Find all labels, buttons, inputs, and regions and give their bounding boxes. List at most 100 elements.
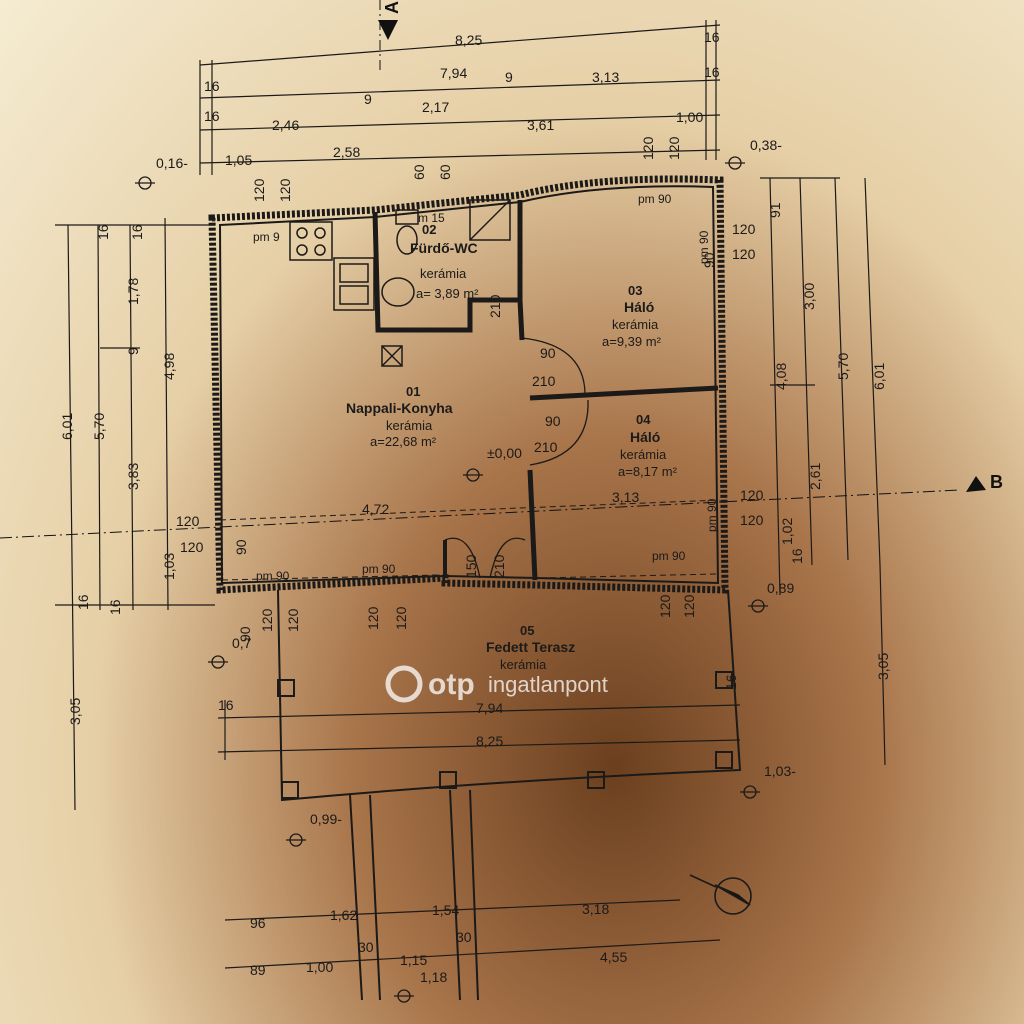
bottom-dim-162: 1,62 <box>330 907 357 923</box>
terrace-120-b: 120 <box>393 606 409 630</box>
bottom-dimension-lines <box>217 700 741 969</box>
bottom-dim-89: 89 <box>250 962 266 978</box>
pm-90-a: pm 90 <box>638 192 672 206</box>
bottom-dim-118: 1,18 <box>420 969 447 985</box>
right-dim-120d: 120 <box>740 512 764 528</box>
bottom-dim-794: 7,94 <box>476 700 503 716</box>
door-210-a: 210 <box>532 373 556 389</box>
dim-120-d: 120 <box>666 136 682 160</box>
room-04-name: Háló <box>630 429 660 445</box>
left-dim-383: 3,83 <box>125 463 141 490</box>
room-05-name: Fedett Terasz <box>486 639 575 655</box>
bathroom-fixtures <box>381 199 511 307</box>
bottom-dim-16: 16 <box>218 697 234 713</box>
door-90-b: 90 <box>545 413 561 429</box>
dim-wall-16-d: 16 <box>204 108 220 124</box>
watermark: otp ingatlanpont <box>385 665 608 703</box>
room-03-name: Háló <box>624 299 654 315</box>
room-03: 03 Háló kerámia a=9,39 m² <box>602 283 662 349</box>
interior-dim-313: 3,13 <box>612 489 639 505</box>
dim-seg-313: 3,13 <box>592 69 619 85</box>
top-dimension-lines <box>199 20 721 175</box>
left-dim-120a: 120 <box>176 513 200 529</box>
dim-seg-038: 0,38- <box>750 137 782 153</box>
room-01-id: 01 <box>406 384 420 399</box>
right-dim-408: 4,08 <box>773 363 789 390</box>
level-markers <box>135 156 768 1003</box>
room-03-id: 03 <box>628 283 642 298</box>
dim-total-outer: 8,25 <box>455 32 482 48</box>
left-dimension-lines <box>55 217 215 811</box>
dim-120-a: 120 <box>251 178 267 202</box>
terrace-120-e: 120 <box>259 608 275 632</box>
bottom-dim-100: 1,00 <box>306 959 333 975</box>
pm-90-d: pm 90 <box>362 562 396 576</box>
dim-120-b: 120 <box>277 178 293 202</box>
pm-90-b: pm 90 <box>697 230 711 264</box>
pm-15: m 15 <box>418 211 445 225</box>
left-dim-498: 4,98 <box>161 353 177 380</box>
pm-9: pm 9 <box>253 230 280 244</box>
left-dim-601: 6,01 <box>59 413 75 440</box>
dim-seg-016: 0,16- <box>156 155 188 171</box>
terrace-120-d: 120 <box>681 594 697 618</box>
dim-total-inner: 7,94 <box>440 65 467 81</box>
right-dim-91: 91 <box>767 202 783 218</box>
room-03-material: kerámia <box>612 317 659 332</box>
room-04-id: 04 <box>636 412 651 427</box>
left-dim-9: 9 <box>125 347 141 355</box>
left-dim-305: 3,05 <box>67 698 83 725</box>
right-dim-089: 0,89 <box>767 580 794 596</box>
dim-seg-361: 3,61 <box>527 117 554 133</box>
room-02-material: kerámia <box>420 266 467 281</box>
bottom-dim-099: 0,99- <box>310 811 342 827</box>
watermark-brand: otp <box>428 668 475 701</box>
level-zero: ±0,00 <box>487 445 522 461</box>
left-dim-16c: 16 <box>75 594 91 610</box>
room-04: 04 Háló kerámia a=8,17 m² <box>618 412 678 479</box>
right-dim-300: 3,00 <box>801 283 817 310</box>
right-dim-305: 3,05 <box>875 653 891 680</box>
wc-210: 210 <box>487 294 503 318</box>
dim-seg-100: 1,00 <box>676 109 703 125</box>
pm-90-e: pm 90 <box>652 549 686 563</box>
pm-90-f: pm 90 <box>705 498 719 532</box>
bottom-dim-115: 1,15 <box>400 952 427 968</box>
right-dimension-lines <box>760 177 886 766</box>
bottom-dim-318: 3,18 <box>582 901 609 917</box>
terrace-120-f: 120 <box>285 608 301 632</box>
right-dim-16: 16 <box>789 548 805 564</box>
right-dim-120a: 120 <box>732 221 756 237</box>
bottom-dim-154: 1,54 <box>432 902 459 918</box>
right-dim-601: 6,01 <box>871 363 887 390</box>
dim-seg-258: 2,58 <box>333 144 360 160</box>
dim-60-a: 60 <box>411 164 427 180</box>
left-dim-16b: 16 <box>129 224 145 240</box>
room-05: 05 Fedett Terasz kerámia <box>486 623 575 672</box>
room-02-name: Fürdő-WC <box>410 240 478 256</box>
left-dim-103: 1,03 <box>161 553 177 580</box>
north-arrow-icon <box>689 874 752 915</box>
left-dim-178: 1,78 <box>125 278 141 305</box>
room-04-area: a=8,17 m² <box>618 464 678 479</box>
left-dim-570: 5,70 <box>91 413 107 440</box>
section-a-label: A <box>382 1 402 14</box>
room-02-area: a= 3,89 m² <box>416 286 479 301</box>
terrace-90: 90 <box>237 626 253 642</box>
terrace-120-a: 120 <box>365 606 381 630</box>
section-a-arrow <box>378 20 398 40</box>
door-90-a: 90 <box>540 345 556 361</box>
room-02: 02 Fürdő-WC kerámia a= 3,89 m² <box>410 222 479 301</box>
bottom-dim-825: 8,25 <box>476 733 503 749</box>
door-210-b: 210 <box>534 439 558 455</box>
right-dim-261: 2,61 <box>807 463 823 490</box>
pm-90-c: pm 90 <box>256 569 290 583</box>
room-05-material: kerámia <box>500 657 547 672</box>
dim-60-b: 60 <box>437 164 453 180</box>
left-dim-16a: 16 <box>95 224 111 240</box>
bottom-dim-103: 1,03- <box>764 763 796 779</box>
bottom-dim-30b: 30 <box>456 929 472 945</box>
dim-seg-9b: 9 <box>364 91 372 107</box>
room-01: 01 Nappali-Konyha kerámia a=22,68 m² <box>346 384 453 449</box>
right-dim-120c: 120 <box>740 487 764 503</box>
